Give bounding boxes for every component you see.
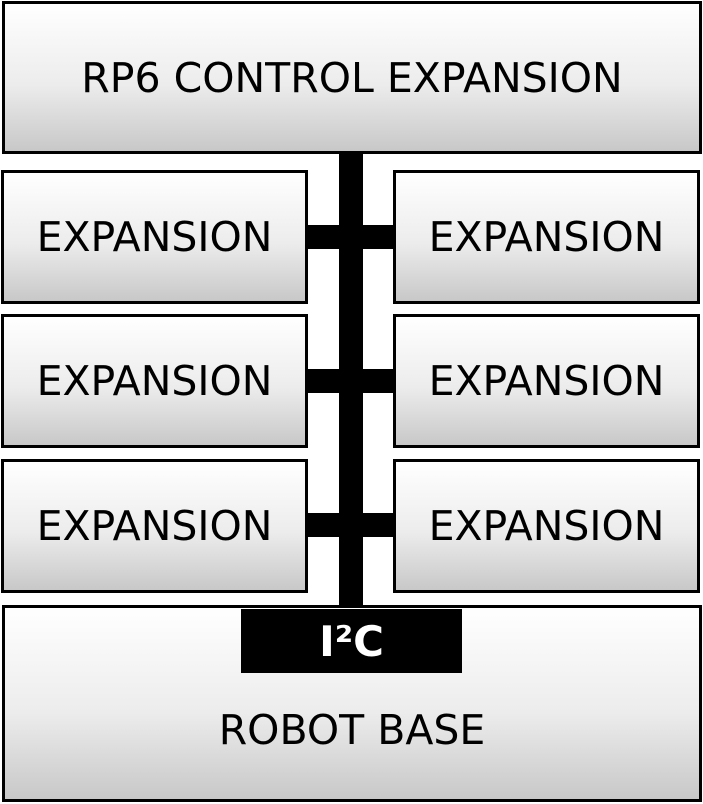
robot-base-label: ROBOT BASE [218,706,486,754]
i2c-bus-branch-row-3 [306,513,396,537]
rp6-control-expansion-label: RP6 CONTROL EXPANSION [81,53,623,102]
i2c-bus-branch-row-2 [306,369,396,393]
expansion-box-right-1: EXPANSION [393,170,700,304]
expansion-label: EXPANSION [428,357,665,405]
rp6-control-expansion-box: RP6 CONTROL EXPANSION [2,1,702,154]
expansion-label: EXPANSION [36,502,273,550]
expansion-box-left-2: EXPANSION [1,314,308,448]
expansion-box-left-3: EXPANSION [1,459,308,593]
expansion-box-right-3: EXPANSION [393,459,700,593]
expansion-label: EXPANSION [428,502,665,550]
expansion-label: EXPANSION [36,357,273,405]
i2c-bus-branch-row-1 [306,225,396,249]
expansion-label: EXPANSION [36,213,273,261]
expansion-box-right-2: EXPANSION [393,314,700,448]
i2c-connector-badge: I²C [241,609,462,673]
expansion-label: EXPANSION [428,213,665,261]
i2c-label: I²C [319,616,384,666]
expansion-box-left-1: EXPANSION [1,170,308,304]
